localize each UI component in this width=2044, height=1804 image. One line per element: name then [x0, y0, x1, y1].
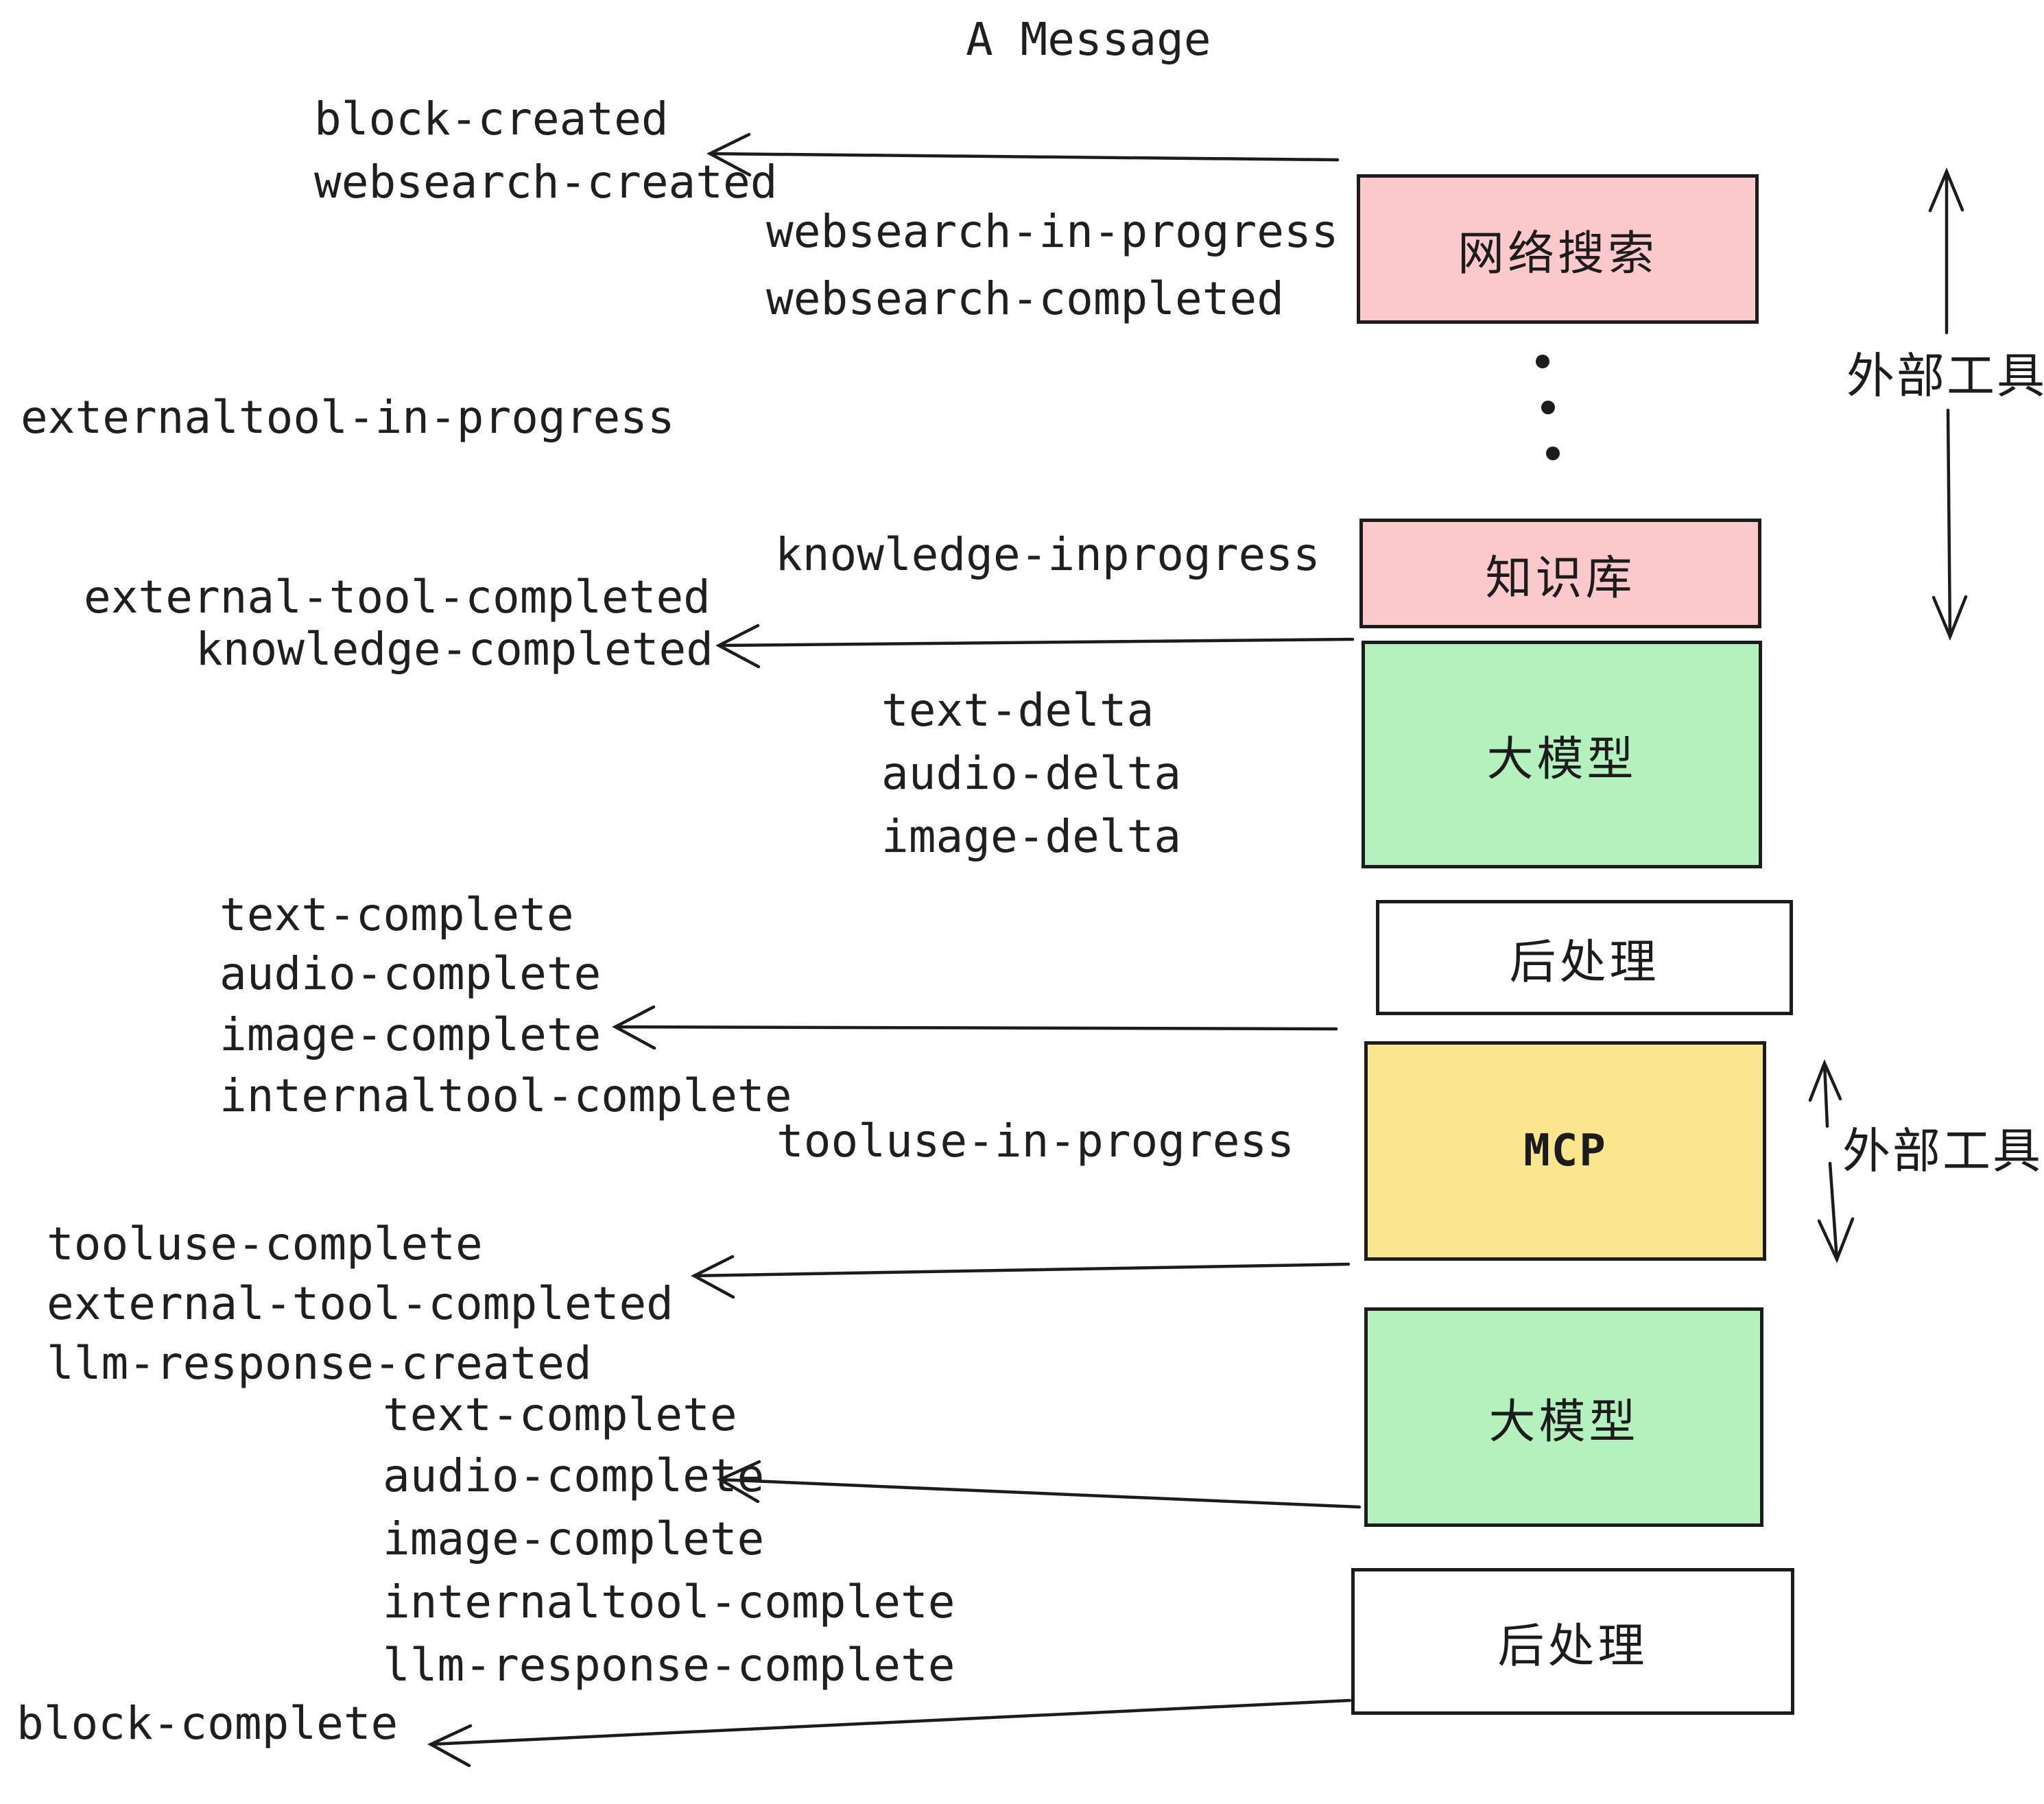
ellipsis-dot	[1536, 355, 1549, 368]
event-image-complete-1: image-complete	[219, 1008, 602, 1061]
event-image-delta-1: image-delta	[881, 810, 1182, 863]
event-image-complete-2: image-complete	[383, 1512, 765, 1565]
event-knowledge-completed: knowledge-completed	[195, 623, 713, 676]
arrow-block-complete	[427, 1698, 1352, 1768]
label-external-tool-top: 外部工具	[1846, 349, 2044, 403]
label-external-tool-mid: 外部工具	[1842, 1124, 2043, 1178]
diagram-title: A Message	[966, 13, 1211, 66]
event-block-complete: block-complete	[16, 1697, 399, 1750]
box-mcp: MCP	[1364, 1041, 1766, 1261]
event-knowledge-inprogress: knowledge-inprogress	[775, 528, 1320, 581]
arrow-knowledge-completed	[715, 624, 1355, 669]
event-external-tool-completed-2: external-tool-completed	[47, 1277, 674, 1330]
ellipsis-dot	[1541, 401, 1555, 414]
external-tool-arrow-up-2	[1808, 1059, 1842, 1128]
arrow-websearch-created	[706, 132, 1340, 177]
box-llm-1: 大模型	[1362, 641, 1762, 868]
event-tooluse-in-progress: tooluse-in-progress	[776, 1115, 1294, 1167]
event-llm-response-complete: llm-response-complete	[383, 1639, 955, 1692]
external-tool-arrow-down-2	[1817, 1161, 1855, 1263]
event-block-created: block-created	[314, 93, 669, 145]
event-tooluse-complete: tooluse-complete	[47, 1218, 483, 1270]
ellipsis-dot	[1546, 447, 1560, 460]
event-llm-response-created: llm-response-created	[47, 1337, 592, 1390]
event-audio-complete-2: audio-complete	[383, 1449, 765, 1502]
event-websearch-completed: websearch-completed	[766, 272, 1284, 325]
event-text-delta-1: text-delta	[881, 684, 1154, 737]
event-audio-complete-1: audio-complete	[219, 947, 602, 1000]
box-postprocess-2: 后处理	[1351, 1568, 1794, 1715]
box-websearch: 网络搜索	[1357, 174, 1759, 324]
event-text-complete-1: text-complete	[219, 888, 574, 941]
external-tool-arrow-down-1	[1932, 408, 1968, 641]
event-internaltool-complete-2: internaltool-complete	[383, 1576, 955, 1628]
event-websearch-created: websearch-created	[314, 156, 778, 209]
external-tool-arrow-up-1	[1928, 167, 1964, 335]
event-internaltool-complete-1: internaltool-complete	[219, 1069, 792, 1122]
event-external-tool-completed-1: external-tool-completed	[84, 571, 711, 624]
box-llm-2: 大模型	[1364, 1307, 1763, 1527]
event-websearch-in-progress: websearch-in-progress	[766, 205, 1339, 258]
arrow-image-complete-1	[612, 1005, 1338, 1050]
event-externaltool-in-progress: externaltool-in-progress	[21, 391, 675, 444]
event-audio-delta-1: audio-delta	[881, 747, 1182, 800]
event-text-complete-2: text-complete	[383, 1388, 737, 1441]
box-postprocess-1: 后处理	[1376, 900, 1793, 1015]
arrow-tooluse-complete	[691, 1255, 1351, 1299]
box-knowledge-base: 知识库	[1359, 519, 1761, 628]
arrow-audio-complete-2	[717, 1460, 1362, 1509]
